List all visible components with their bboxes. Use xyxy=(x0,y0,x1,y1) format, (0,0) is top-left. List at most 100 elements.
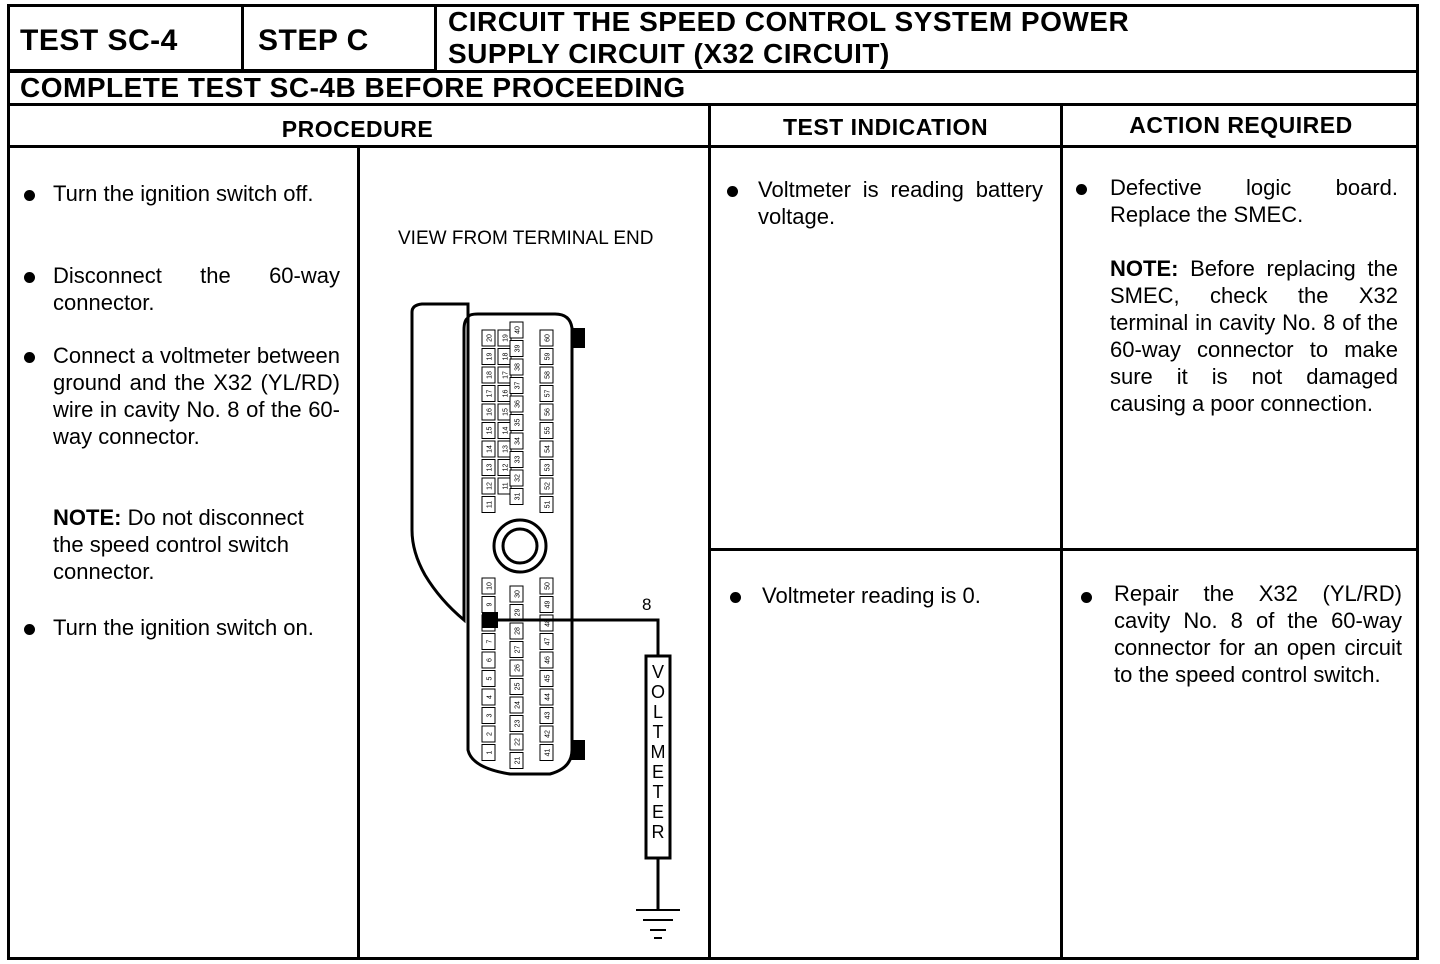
terminal-pin-number: 57 xyxy=(545,390,552,398)
terminal-pin xyxy=(509,469,524,487)
terminal-pin xyxy=(509,733,524,751)
note-label: NOTE: xyxy=(1110,256,1179,281)
results-divider xyxy=(711,548,1419,551)
page-title-line1: CIRCUIT THE SPEED CONTROL SYSTEM POWER xyxy=(448,6,1130,37)
terminal-pin xyxy=(481,329,496,347)
terminal-pin xyxy=(509,488,524,505)
voltmeter-letter: E xyxy=(652,802,664,822)
test-label: TEST SC-4 xyxy=(20,24,178,57)
terminal-pin-number: 38 xyxy=(515,363,522,371)
terminal-pin xyxy=(509,659,524,677)
terminal-pin-number: 26 xyxy=(515,664,522,672)
terminal-pin xyxy=(539,477,554,495)
terminal-pin xyxy=(481,577,496,595)
terminal-pin xyxy=(509,451,524,468)
terminal-pin xyxy=(481,459,496,476)
terminal-pin-number: 56 xyxy=(545,408,552,416)
terminal-pin-number: 31 xyxy=(515,493,522,501)
terminal-pin-number: 40 xyxy=(515,326,522,334)
latch-bottom xyxy=(571,740,585,760)
terminal-pin xyxy=(539,459,554,476)
terminal-pin xyxy=(509,358,524,376)
voltmeter-letter: O xyxy=(651,682,665,702)
terminal-pin-number: 34 xyxy=(515,437,522,445)
terminal-pin xyxy=(481,385,496,402)
column-header-action-required: ACTION REQUIRED xyxy=(1129,112,1353,138)
terminal-pin xyxy=(539,348,554,365)
terminal-pin-number: 11 xyxy=(503,482,510,489)
action-note-1: NOTE: Before replacing the SMEC, check t… xyxy=(1110,255,1398,417)
terminal-pin-number: 55 xyxy=(545,427,552,435)
terminal-pin-number: 16 xyxy=(503,390,510,398)
terminal-pin-number: 30 xyxy=(515,590,522,598)
terminal-pin-number: 14 xyxy=(503,427,510,435)
terminal-pin-number: 39 xyxy=(515,345,522,353)
terminal-pin xyxy=(509,622,524,640)
action-required-1: Defective logic board. Replace the SMEC. xyxy=(1110,175,1398,227)
terminal-pin-number: 60 xyxy=(545,334,552,342)
terminal-pin-number: 47 xyxy=(545,638,552,646)
voltmeter-letter: V xyxy=(652,662,664,682)
view-label: VIEW FROM TERMINAL END xyxy=(398,228,654,249)
connector-diagram: 2019181716151413121119181716151413121140… xyxy=(410,302,680,939)
terminal-pin xyxy=(539,633,554,650)
terminal-pin-number: 36 xyxy=(515,400,522,408)
note-text: Before replacing the SMEC, check the X32… xyxy=(1110,256,1398,416)
voltmeter-letter: R xyxy=(652,822,665,842)
terminal-pin-number: 44 xyxy=(545,693,552,701)
page-title-line2: SUPPLY CIRCUIT (X32 CIRCUIT) xyxy=(448,38,890,69)
terminal-pin-number: 59 xyxy=(545,353,552,361)
terminal-pin xyxy=(481,651,496,669)
procedure-note: NOTE: Do not disconnect the speed contro… xyxy=(53,504,340,585)
terminal-pin xyxy=(509,715,524,732)
terminal-pin-number: 23 xyxy=(515,720,522,728)
terminal-pin xyxy=(481,348,496,365)
terminal-pin xyxy=(539,496,554,513)
terminal-pin xyxy=(539,366,554,384)
terminal-pin xyxy=(509,696,524,714)
terminal-pin xyxy=(509,678,524,695)
terminal-pin xyxy=(539,707,554,724)
terminal-pin-number: 14 xyxy=(487,445,494,453)
terminal-pin-number: 19 xyxy=(503,334,510,342)
terminal-pin xyxy=(509,340,524,357)
column-header-test-indication: TEST INDICATION xyxy=(782,114,989,140)
terminal-pin-number: 50 xyxy=(545,582,552,590)
terminal-pin xyxy=(509,377,524,394)
terminal-pin-number: 18 xyxy=(503,353,510,361)
procedure-divider xyxy=(357,148,360,960)
terminal-pin-number: 13 xyxy=(503,445,510,453)
terminal-pin-number: 5 xyxy=(487,676,494,680)
terminal-pin-number: 17 xyxy=(503,371,510,379)
cavity-8-terminal xyxy=(482,612,498,628)
terminal-pin xyxy=(539,688,554,706)
terminal-pin-number: 21 xyxy=(515,757,522,765)
test-indication-1: Voltmeter is reading battery voltage. xyxy=(758,177,1043,229)
terminal-pin-number: 15 xyxy=(487,427,494,435)
terminal-pin-number: 1 xyxy=(487,750,494,754)
terminal-pin xyxy=(481,403,496,421)
terminal-pin-number: 24 xyxy=(515,701,522,709)
terminal-pin-number: 12 xyxy=(503,464,510,472)
bullet-icon xyxy=(1081,592,1092,603)
terminal-pin-number: 13 xyxy=(487,464,494,472)
terminal-pin xyxy=(481,670,496,687)
terminal-pin xyxy=(539,670,554,687)
terminal-pin xyxy=(539,596,554,613)
procedure-step-2: Disconnect the 60-way connector. xyxy=(53,263,340,315)
terminal-pin-number: 48 xyxy=(545,619,552,627)
terminal-pin-number: 52 xyxy=(545,482,552,490)
terminal-pin xyxy=(509,752,524,769)
terminal-pin xyxy=(481,477,496,495)
terminal-pin xyxy=(481,633,496,650)
column-header-divider xyxy=(7,145,1419,148)
terminal-pin-number: 4 xyxy=(487,695,494,699)
terminal-pin xyxy=(539,651,554,669)
terminal-pin xyxy=(481,496,496,513)
voltmeter-letter: T xyxy=(653,722,664,742)
terminal-pin-number: 51 xyxy=(545,501,552,509)
terminal-pins: 2019181716151413121119181716151413121140… xyxy=(481,321,554,769)
ground-icon xyxy=(636,909,680,939)
terminal-pin-number: 53 xyxy=(545,464,552,472)
